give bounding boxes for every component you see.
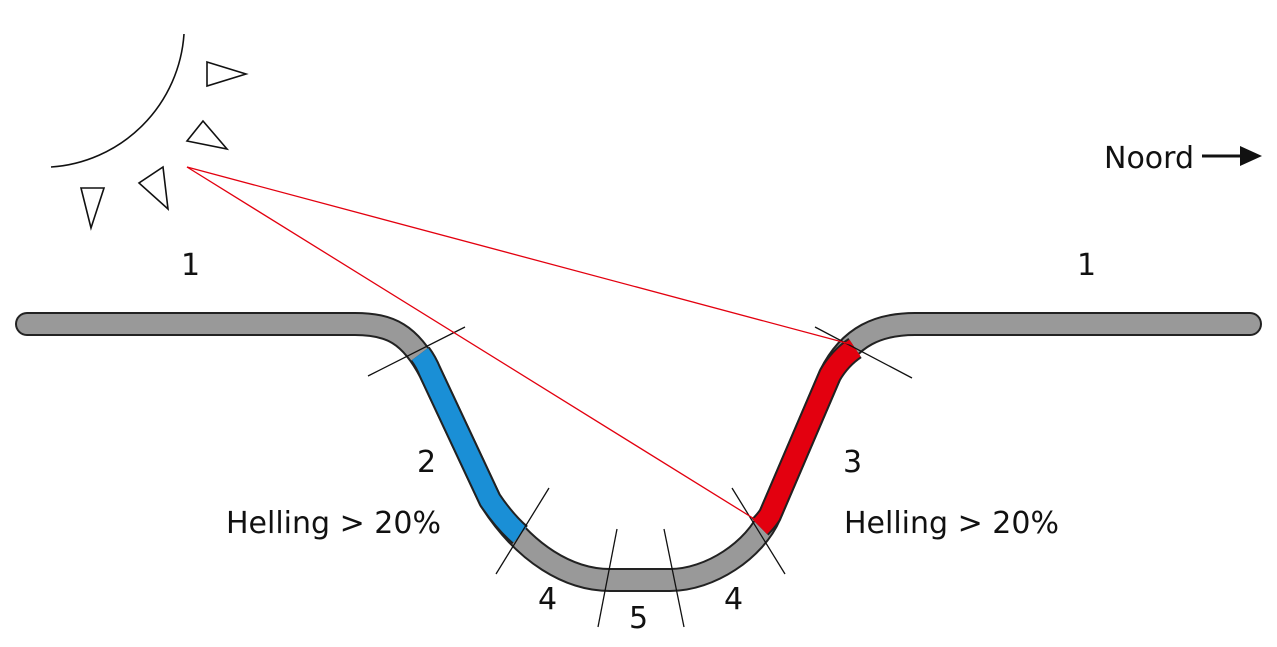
zone-dividers [367,326,913,628]
zone-label-2: 2 [417,445,436,480]
divider-1-2 [367,326,466,377]
divider-4-5-left [597,528,618,628]
divider-3-1 [814,326,913,379]
north-slope-fill [752,339,861,535]
sun-ray [79,187,106,231]
sun-ray-to-north-slope-foot [186,166,757,521]
sun-arc [50,33,185,168]
slope-annotation-right: Helling > 20% [844,506,1059,541]
south-slope-fill [411,348,527,543]
sun-ray [137,165,170,212]
zone-label-3: 3 [843,445,862,480]
sun-ray [206,60,249,88]
zone-label-5: 5 [629,601,648,636]
zone-label-1-left: 1 [181,248,200,283]
divider-4-5-right [663,528,685,628]
sun-icon [50,33,249,231]
arrow-right-icon [1202,146,1262,166]
terrain-outline [15,312,1262,592]
north-label: Noord [1104,141,1194,176]
sun-ray [185,119,230,151]
north-indicator: Noord [1104,141,1262,176]
terrain-fill [17,314,1260,590]
sun-ray-to-north-slope-top [186,166,851,345]
slope-annotation-left: Helling > 20% [226,506,441,541]
terrain-profile [15,312,1262,592]
north-facing-slope [751,338,862,536]
divider-2-4 [495,487,550,575]
zone-label-4-left: 4 [538,582,557,617]
zone-label-1-right: 1 [1077,248,1096,283]
south-facing-slope [410,346,529,545]
sun-ray-lines [186,166,851,521]
zone-label-4-right: 4 [724,582,743,617]
divider-4-3 [731,487,786,575]
